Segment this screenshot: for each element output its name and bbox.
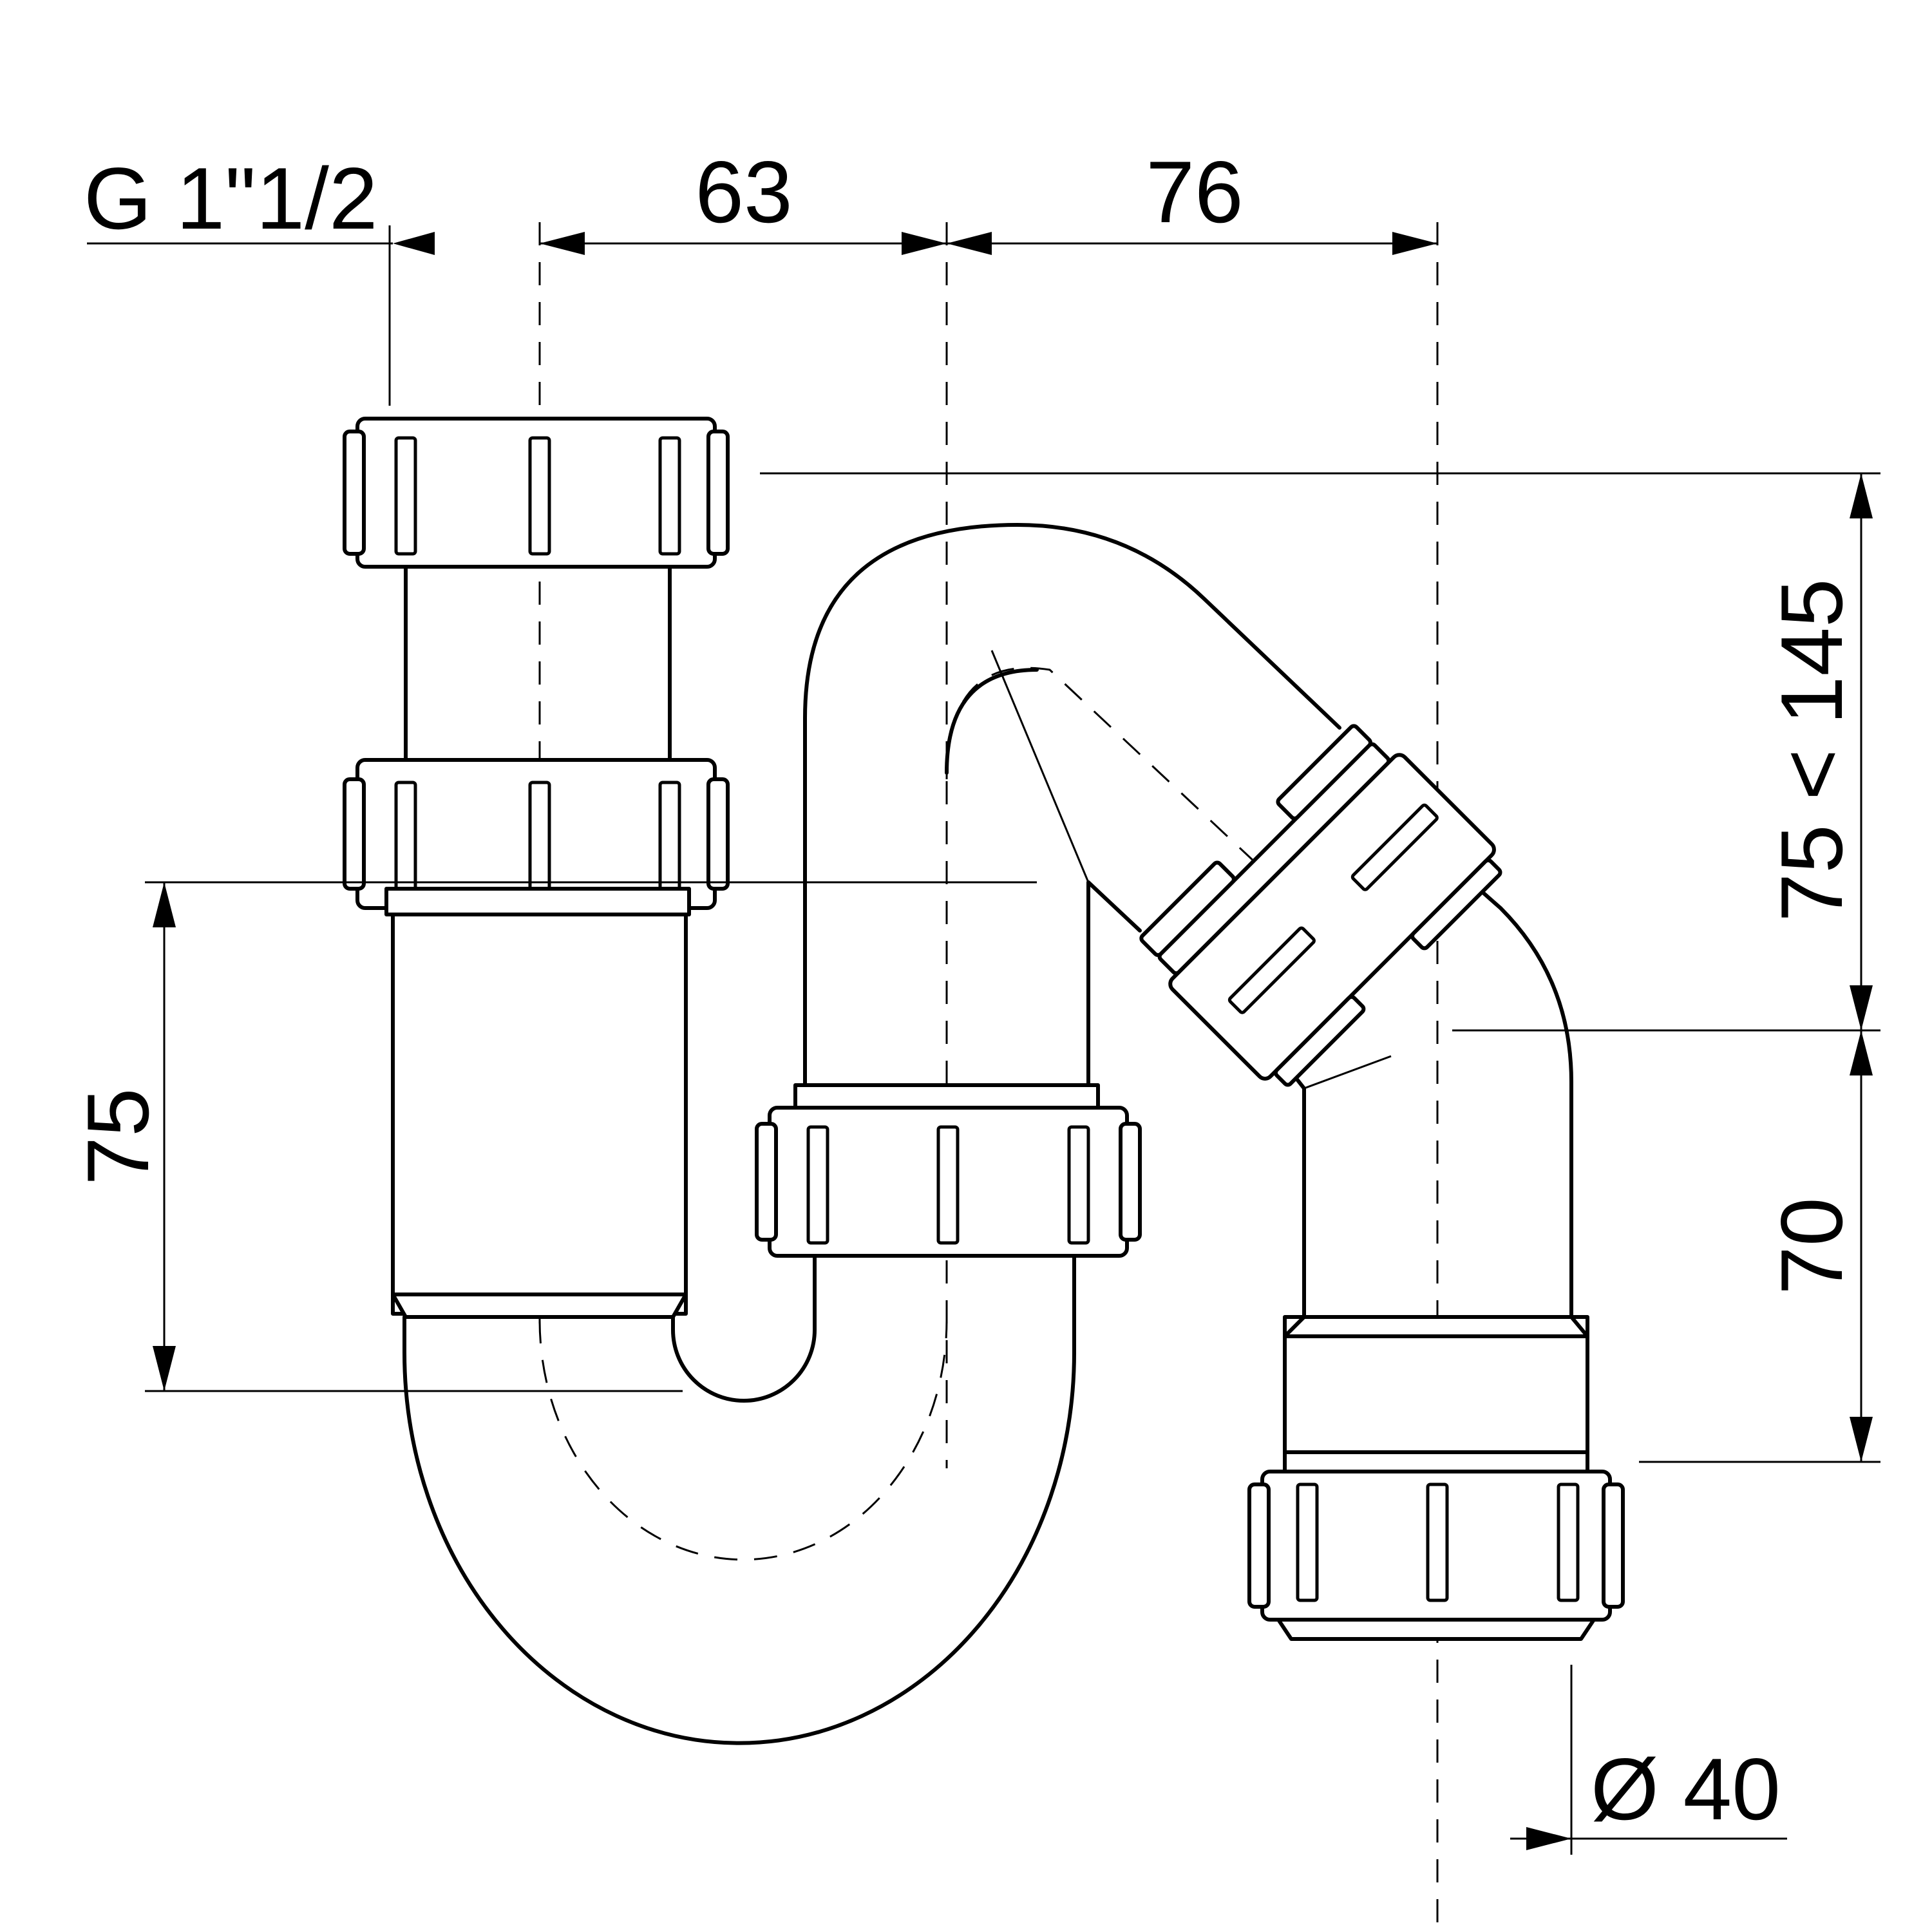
- outlet-diameter-label: Ø 40: [1591, 1740, 1781, 1838]
- span-right-arrow-start: [947, 232, 992, 255]
- inlet-height-arrow-bottom: [153, 1346, 176, 1391]
- span-right-label: 76: [1146, 143, 1243, 241]
- top-nut: [343, 417, 730, 569]
- dimension-lines: [87, 225, 1880, 1855]
- span-right-arrow-end: [1392, 232, 1437, 255]
- inlet-height-arrow-top: [153, 882, 176, 927]
- pipe-body: [391, 522, 1589, 1745]
- outlet-height-arrow-top: [1850, 1030, 1873, 1075]
- riser-nut: [755, 1083, 1142, 1258]
- thread-arrow: [393, 232, 435, 255]
- span-left-arrow-start: [540, 232, 585, 255]
- angled-nut: [1139, 724, 1502, 1087]
- inlet-height-label: 75: [69, 1088, 167, 1185]
- adjust-range-label: 75 < 145: [1763, 578, 1861, 922]
- adjust-arrow-top: [1850, 473, 1873, 518]
- span-left-label: 63: [695, 143, 792, 241]
- outlet-nut: [1247, 1470, 1625, 1641]
- inlet-nut: [343, 758, 730, 916]
- dimension-labels: G 1"1/2 63 76 75 75 < 145 70 Ø 40: [69, 143, 1861, 1838]
- thread-size-label: G 1"1/2: [84, 149, 378, 247]
- span-left-arrow-end: [902, 232, 947, 255]
- outlet-height-arrow-bottom: [1850, 1417, 1873, 1462]
- diameter-arrow: [1526, 1827, 1571, 1850]
- outlet-height-label: 70: [1763, 1197, 1861, 1294]
- adjust-arrow-bottom: [1850, 985, 1873, 1030]
